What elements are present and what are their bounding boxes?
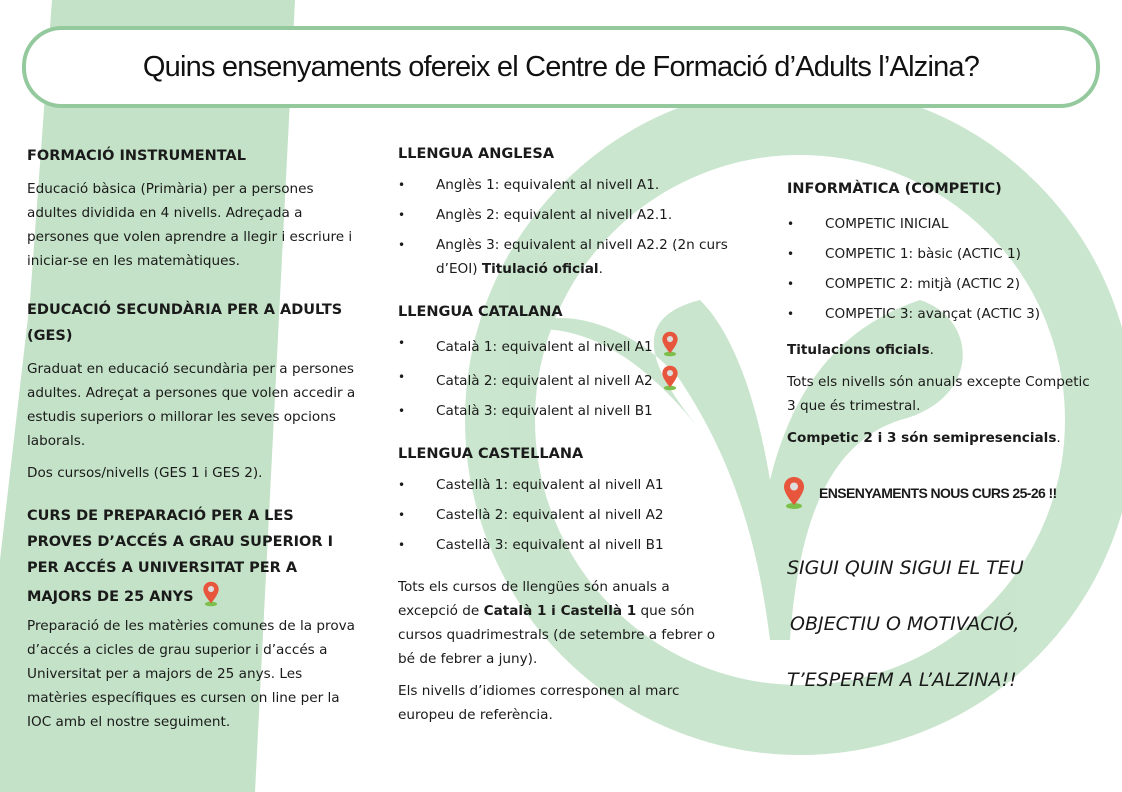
section-text: Preparació de les matèries comunes de la…	[27, 618, 356, 730]
map-pin-icon	[662, 365, 678, 391]
note-text: Tots els cursos de llengües són anuals a…	[398, 579, 716, 667]
list-item: Català 1: equivalent al nivell A1	[398, 331, 733, 359]
column-1: FORMACIÓ INSTRUMENTAL Educació bàsica (P…	[27, 143, 362, 734]
section-llengua-catalana: LLENGUA CATALANA Català 1: equivalent al…	[398, 299, 733, 429]
list-item: Anglès 1: equivalent al nivell A1.	[398, 173, 733, 197]
section-heading: LLENGUA CASTELLANA	[398, 446, 584, 462]
motto-line: OBJECTIU O MOTIVACIÓ,	[790, 613, 1020, 635]
section-heading: FORMACIÓ INSTRUMENTAL	[27, 148, 246, 164]
list-item: Català 2: equivalent al nivell A2	[398, 365, 733, 393]
page-title: Quins ensenyaments ofereix el Centre de …	[142, 50, 980, 83]
languages-note: Tots els cursos de llengües són anuals a…	[398, 575, 733, 727]
motto: SIGUI QUIN SIGUI EL TEU OBJECTIU O MOTIV…	[787, 540, 1102, 708]
list-item: COMPETIC 2: mitjà (ACTIC 2)	[787, 272, 1102, 296]
new-courses-label: ENSENYAMENTS NOUS CURS 25-26 !!	[819, 485, 1057, 501]
new-courses-note: ENSENYAMENTS NOUS CURS 25-26 !!	[783, 476, 1102, 510]
note-text: Tots els nivells són anuals excepte Comp…	[787, 374, 1090, 414]
section-heading: LLENGUA ANGLESA	[398, 146, 555, 162]
list-item: COMPETIC 3: avançat (ACTIC 3)	[787, 302, 1102, 326]
green-band	[0, 0, 295, 792]
titulacions-text: Titulacions oficials.	[787, 342, 934, 358]
column-2: LLENGUA ANGLESA Anglès 1: equivalent al …	[398, 141, 733, 727]
section-heading: CURS DE PREPARACIÓ PER A LES PROVES D’AC…	[27, 508, 333, 607]
section-heading: INFORMÀTICA (COMPETIC)	[787, 181, 1002, 197]
list-item: Castellà 1: equivalent al nivell A1	[398, 473, 733, 497]
list-item: COMPETIC INICIAL	[787, 212, 1102, 236]
section-heading: LLENGUA CATALANA	[398, 304, 563, 320]
title-box: Quins ensenyaments ofereix el Centre de …	[22, 26, 1100, 108]
list-item: Anglès 3: equivalent al nivell A2.2 (2n …	[398, 233, 733, 281]
section-llengua-anglesa: LLENGUA ANGLESA Anglès 1: equivalent al …	[398, 141, 733, 287]
section-text: Dos cursos/nivells (GES 1 i GES 2).	[27, 465, 263, 481]
motto-line: T’ESPEREM A L’ALZINA!!	[787, 669, 1017, 691]
list-item: Castellà 3: equivalent al nivell B1	[398, 533, 733, 557]
list-item: Anglès 2: equivalent al nivell A2.1.	[398, 203, 733, 227]
section-heading: EDUCACIÓ SECUNDÀRIA PER A ADULTS (GES)	[27, 302, 343, 344]
section-informatica: INFORMÀTICA (COMPETIC) COMPETIC INICIAL …	[787, 176, 1102, 450]
map-pin-icon	[662, 331, 678, 357]
list-item: Català 3: equivalent al nivell B1	[398, 399, 733, 423]
section-formacio-instrumental: FORMACIÓ INSTRUMENTAL Educació bàsica (P…	[27, 143, 362, 273]
section-text: Educació bàsica (Primària) per a persone…	[27, 181, 353, 269]
list-item: Castellà 2: equivalent al nivell A2	[398, 503, 733, 527]
map-pin-icon	[202, 581, 219, 607]
semipresencial-text: Competic 2 i 3 són semipresencials.	[787, 430, 1061, 446]
motto-line: SIGUI QUIN SIGUI EL TEU	[787, 557, 1024, 579]
section-text: Graduat en educació secundària per a per…	[27, 361, 356, 449]
list-item: COMPETIC 1: bàsic (ACTIC 1)	[787, 242, 1102, 266]
note-text: Els nivells d’idiomes corresponen al mar…	[398, 683, 680, 723]
section-ges: EDUCACIÓ SECUNDÀRIA PER A ADULTS (GES) G…	[27, 297, 362, 485]
section-llengua-castellana: LLENGUA CASTELLANA Castellà 1: equivalen…	[398, 441, 733, 563]
section-preparacio-acces: CURS DE PREPARACIÓ PER A LES PROVES D’AC…	[27, 503, 362, 734]
map-pin-icon	[784, 477, 804, 509]
column-3: INFORMÀTICA (COMPETIC) COMPETIC INICIAL …	[784, 176, 1102, 708]
